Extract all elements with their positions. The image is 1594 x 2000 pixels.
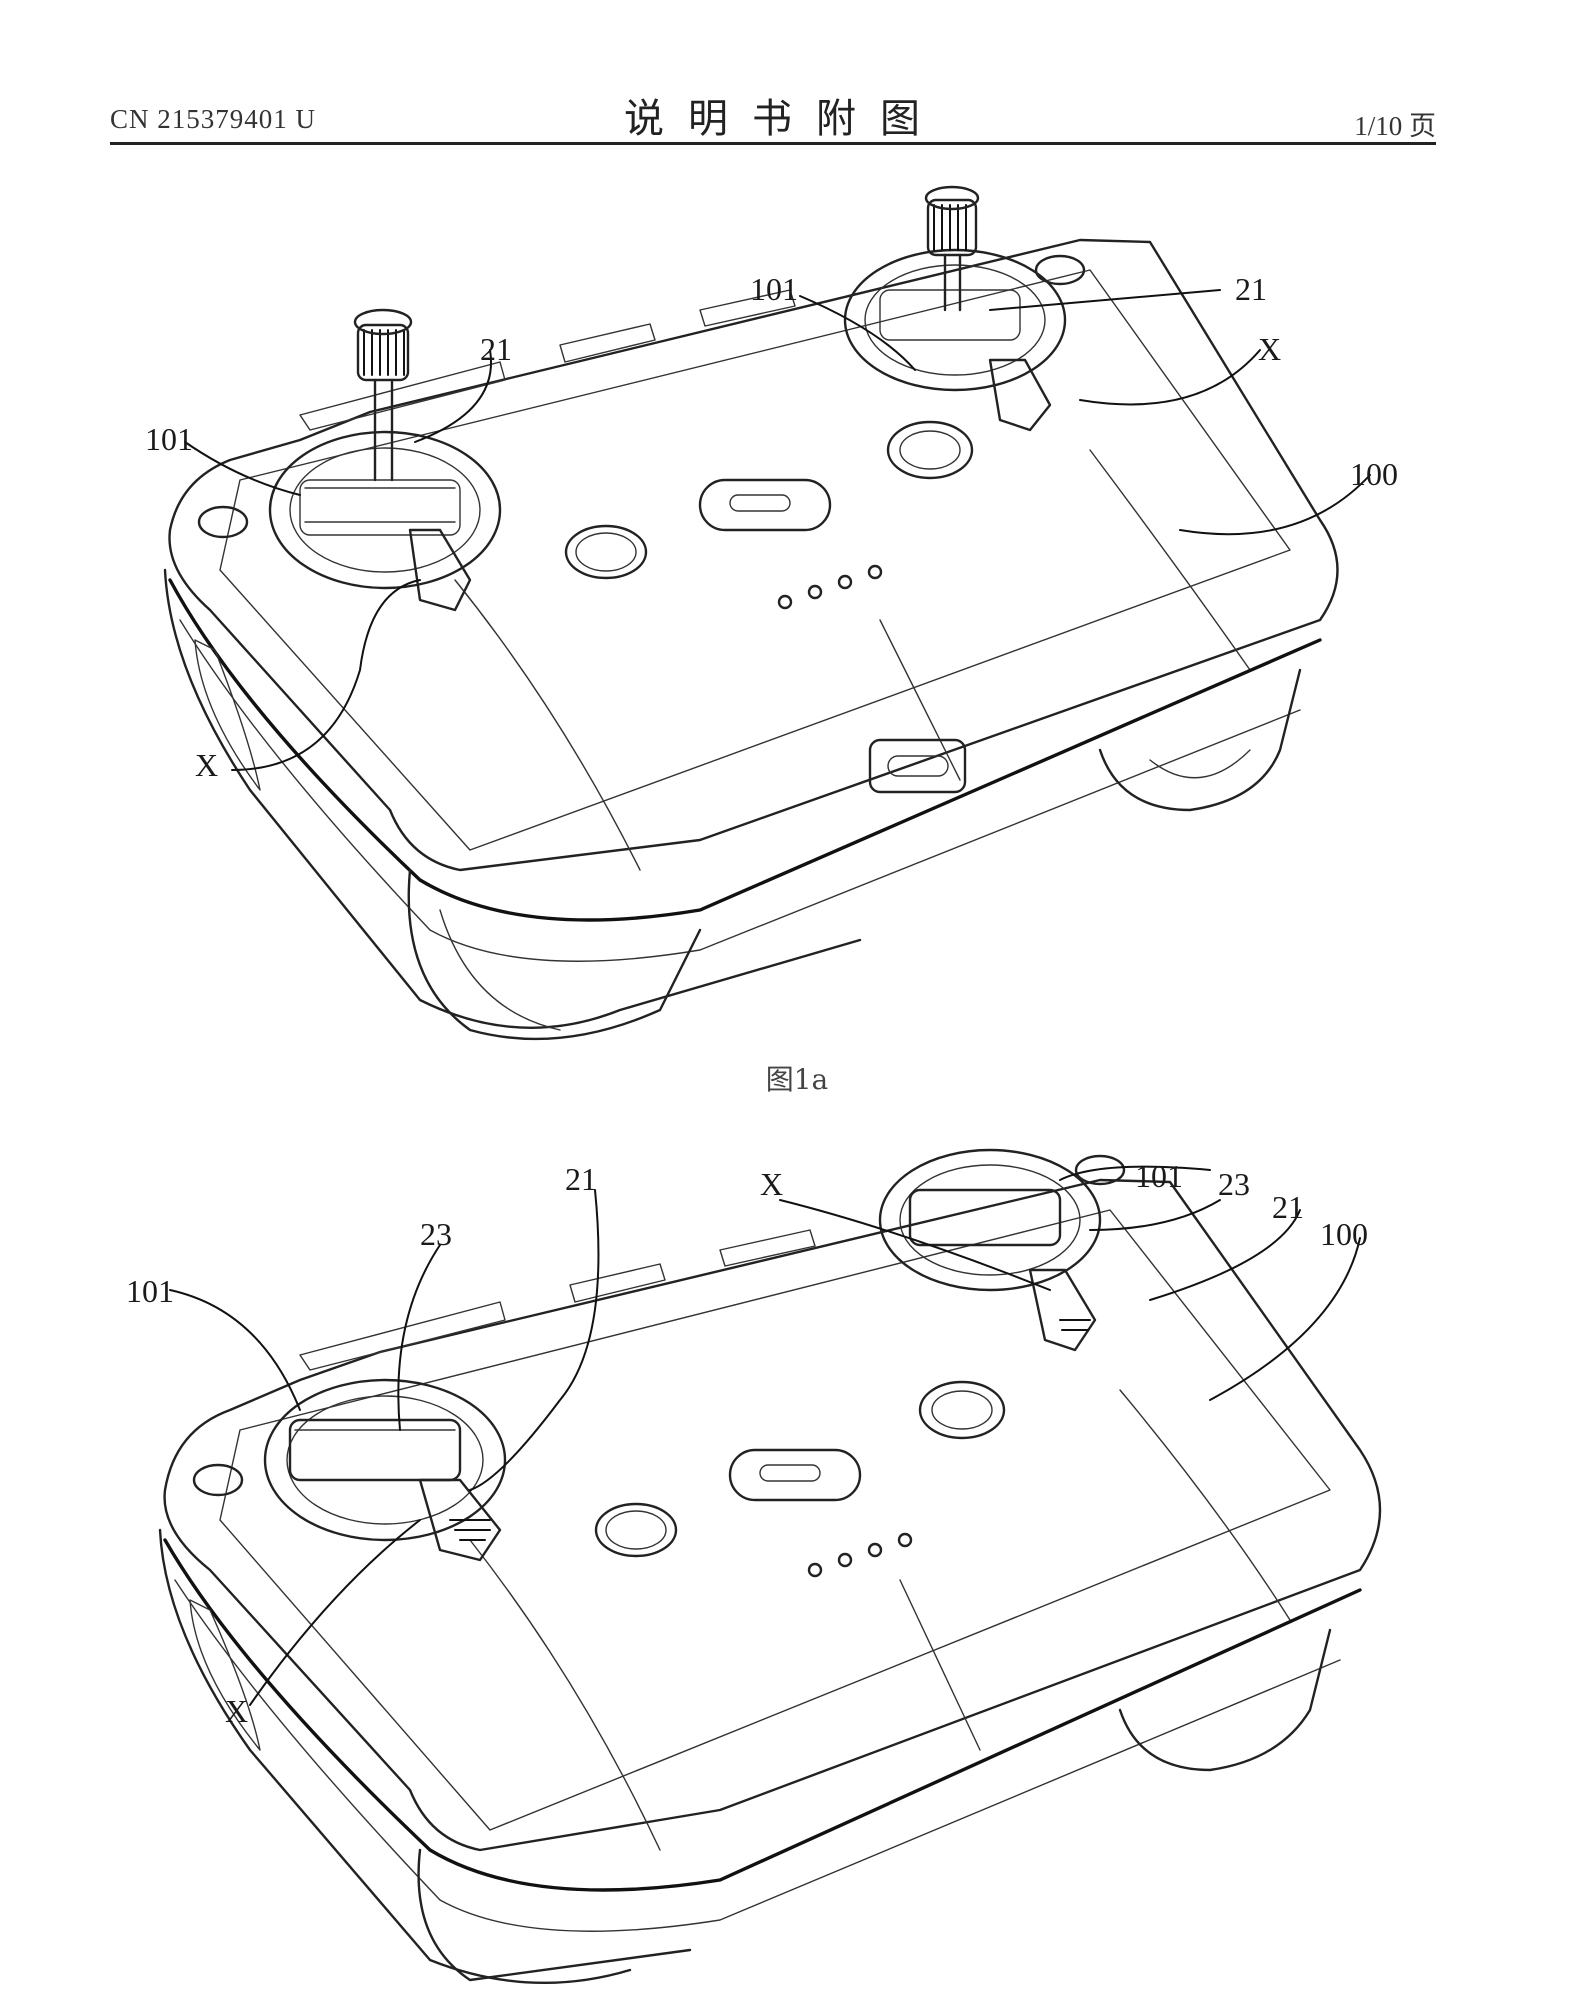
label-100: 100 [1320,1216,1368,1252]
label-101-left: 101 [126,1273,174,1309]
figure-1b-drawing: 101 23 21 X 101 23 21 100 X [126,1148,1382,1984]
label-21-left: 21 [565,1161,597,1197]
figure-1b: 101 23 21 X 101 23 21 100 X [0,1090,1594,1990]
controller-body [163,238,1339,1041]
leader-lines [169,1165,1361,1706]
section-title: 说明书附图 [624,96,944,142]
label-21-right: 21 [1235,271,1267,307]
label-101-top: 101 [750,271,798,307]
figure-1a-drawing: 101 21 101 21 X 100 X [145,185,1398,1041]
control-buttons [192,1380,1006,1578]
page-indicator: 1/10 页 [1354,111,1436,141]
label-X-left: X [225,1693,248,1729]
label-101-left: 101 [145,421,193,457]
left-stick-assembly [268,308,502,612]
label-21-right: 21 [1272,1189,1304,1225]
label-23-right: 23 [1218,1166,1250,1202]
right-stick-assembly [878,1148,1126,1352]
label-X-left: X [195,747,218,783]
label-21-left: 21 [480,331,512,367]
right-stick-assembly [843,185,1086,432]
figure-1a-caption: 图1a [765,1063,829,1096]
label-X-top: X [760,1166,783,1202]
header-rule [110,142,1436,145]
leader-lines [184,289,1371,771]
label-101-top: 101 [1135,1158,1183,1194]
control-buttons [197,420,974,794]
label-X-right: X [1258,331,1281,367]
label-23-left: 23 [420,1216,452,1252]
left-stick-assembly [263,1378,507,1562]
figure-1a: 101 21 101 21 X 100 X [0,150,1594,1050]
controller-body [158,1178,1382,1984]
patent-number: CN 215379401 U [110,104,317,134]
label-100: 100 [1350,456,1398,492]
